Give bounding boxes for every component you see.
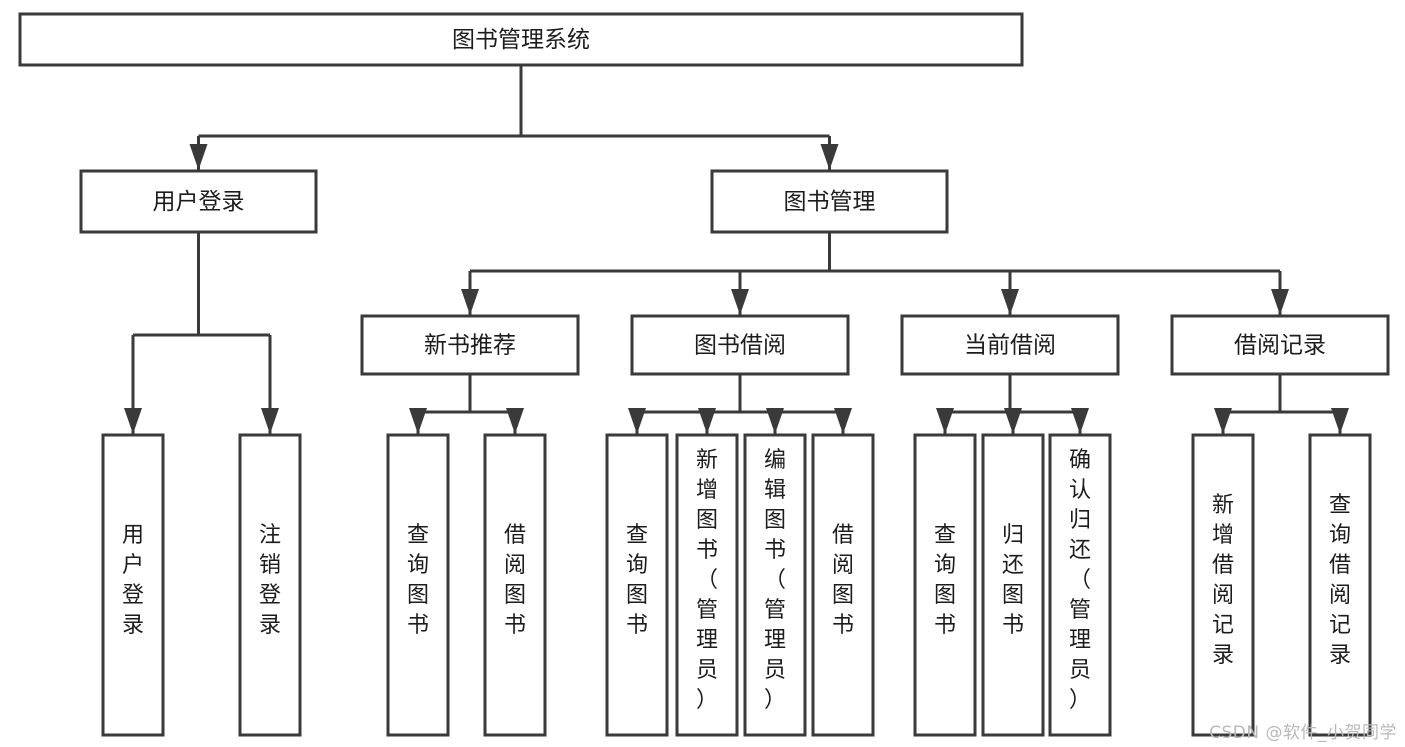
arrow-head-icon: [261, 408, 279, 434]
node-label: 新书推荐: [424, 333, 516, 359]
node-label: 借阅图书: [832, 523, 854, 638]
leaf-box[interactable]: [1048, 433, 1112, 737]
leaf-box[interactable]: [386, 433, 450, 737]
node-label: 新增图书（管理员）: [696, 448, 718, 713]
node-leaf-query-book-3[interactable]: 查询图书: [913, 433, 977, 737]
arrow-head-icon: [628, 408, 646, 434]
node-label: 编辑图书（管理员）: [764, 448, 786, 713]
node-label: 查询图书: [407, 523, 429, 638]
arrow-head-icon: [461, 289, 479, 315]
leaf-box[interactable]: [605, 433, 669, 737]
node-leaf-logout[interactable]: 注销登录: [238, 433, 302, 737]
arrow-head-icon: [834, 408, 852, 434]
csdn-watermark: CSDN @软件_小贺同学: [1209, 723, 1397, 743]
level2-box[interactable]: [900, 314, 1120, 376]
node-root[interactable]: 图书管理系统: [18, 12, 1024, 67]
leaf-box[interactable]: [101, 433, 165, 737]
node-label: 借阅记录: [1234, 333, 1326, 359]
node-user-login[interactable]: 用户登录: [79, 169, 318, 234]
arrow-head-icon: [698, 408, 716, 434]
level2-box[interactable]: [1170, 314, 1390, 376]
level1-box[interactable]: [710, 169, 949, 234]
node-label: 用户登录: [122, 523, 144, 638]
node-leaf-query-record[interactable]: 查询借阅记录: [1308, 433, 1372, 737]
node-current-borrow[interactable]: 当前借阅: [900, 314, 1120, 376]
arrow-head-icon: [1271, 289, 1289, 315]
leaf-box[interactable]: [743, 433, 807, 737]
arrow-head-icon: [936, 408, 954, 434]
node-leaf-user-login[interactable]: 用户登录: [101, 433, 165, 737]
node-leaf-confirm-return[interactable]: 确认归还（管理员）: [1048, 433, 1112, 737]
root-box[interactable]: [18, 12, 1024, 67]
level2-box[interactable]: [630, 314, 850, 376]
node-leaf-return-book[interactable]: 归还图书: [981, 433, 1045, 737]
node-leaf-borrow-book-1[interactable]: 借阅图书: [483, 433, 547, 737]
node-label: 新增借阅记录: [1212, 493, 1234, 668]
node-book-manage[interactable]: 图书管理: [710, 169, 949, 234]
arrow-head-icon: [1004, 408, 1022, 434]
arrow-head-icon: [731, 289, 749, 315]
leaf-box[interactable]: [483, 433, 547, 737]
node-label: 图书借阅: [694, 333, 786, 359]
node-label: 图书管理系统: [452, 27, 590, 53]
arrow-head-icon: [409, 408, 427, 434]
node-leaf-edit-book[interactable]: 编辑图书（管理员）: [743, 433, 807, 737]
arrow-head-icon: [1001, 289, 1019, 315]
node-label: 用户登录: [153, 189, 245, 215]
node-label: 借阅图书: [504, 523, 526, 638]
node-label: 查询图书: [626, 523, 648, 638]
node-label: 图书管理: [784, 189, 876, 215]
level2-box[interactable]: [360, 314, 580, 376]
node-new-book-recommend[interactable]: 新书推荐: [360, 314, 580, 376]
node-label: 查询图书: [934, 523, 956, 638]
arrow-head-icon: [820, 144, 839, 170]
leaf-box[interactable]: [981, 433, 1045, 737]
arrow-head-icon: [766, 408, 784, 434]
node-label: 当前借阅: [964, 333, 1056, 359]
level1-box[interactable]: [79, 169, 318, 234]
leaf-box[interactable]: [238, 433, 302, 737]
node-label: 查询借阅记录: [1329, 493, 1351, 668]
node-label: 归还图书: [1002, 523, 1024, 638]
node-book-borrow[interactable]: 图书借阅: [630, 314, 850, 376]
arrow-head-icon: [1331, 408, 1349, 434]
leaf-box[interactable]: [913, 433, 977, 737]
node-borrow-record[interactable]: 借阅记录: [1170, 314, 1390, 376]
node-leaf-query-book-2[interactable]: 查询图书: [605, 433, 669, 737]
arrow-head-icon: [189, 144, 208, 170]
arrow-head-icon: [1214, 408, 1232, 434]
leaf-box[interactable]: [811, 433, 875, 737]
leaf-box[interactable]: [1308, 433, 1372, 737]
leaf-box[interactable]: [675, 433, 739, 737]
node-leaf-add-book[interactable]: 新增图书（管理员）: [675, 433, 739, 737]
box-layer: 图书管理系统用户登录图书管理新书推荐图书借阅当前借阅借阅记录用户登录注销登录查询…: [18, 12, 1390, 737]
node-leaf-add-record[interactable]: 新增借阅记录: [1191, 433, 1255, 737]
node-label: 确认归还（管理员）: [1069, 448, 1091, 713]
arrow-head-icon: [506, 408, 524, 434]
arrow-head-icon: [124, 408, 142, 434]
arrow-head-icon: [1071, 408, 1089, 434]
node-leaf-query-book-1[interactable]: 查询图书: [386, 433, 450, 737]
node-label: 注销登录: [259, 523, 281, 638]
leaf-box[interactable]: [1191, 433, 1255, 737]
connector-layer: [124, 65, 1349, 434]
node-leaf-borrow-book-2[interactable]: 借阅图书: [811, 433, 875, 737]
